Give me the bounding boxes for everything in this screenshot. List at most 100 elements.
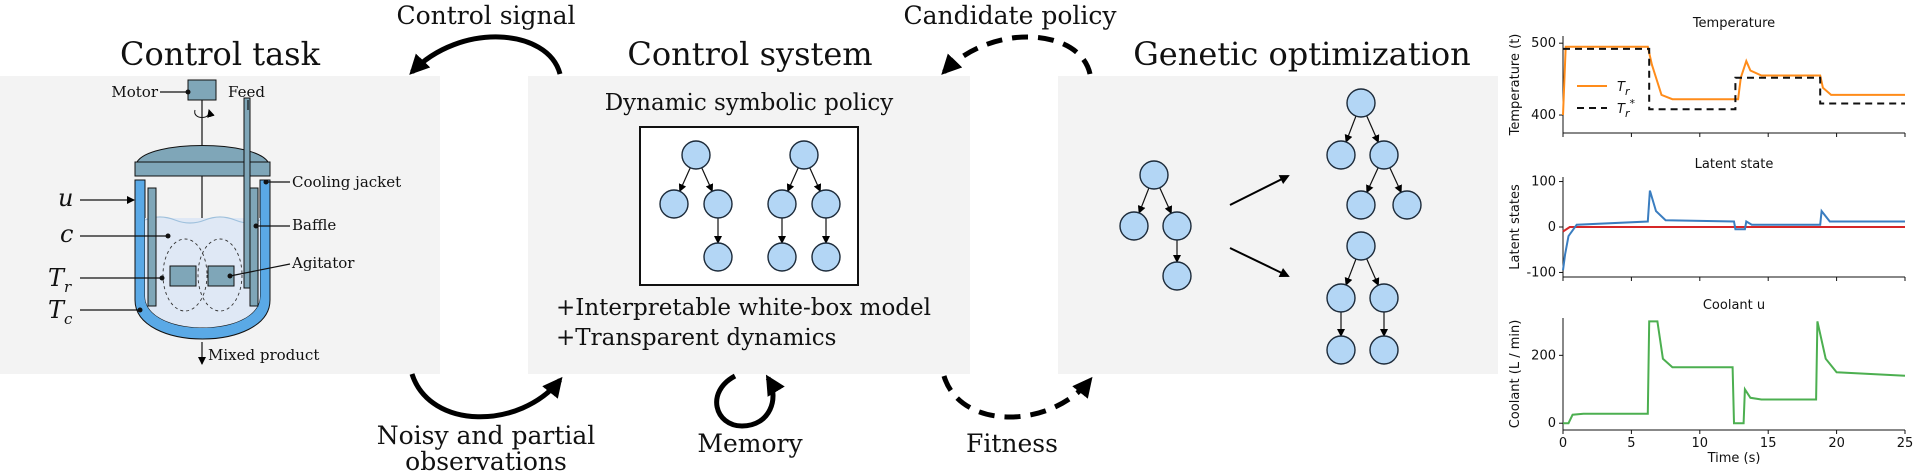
motor-icon: [187, 79, 217, 101]
tree-node: [1162, 261, 1192, 291]
bullet-transparent: +Transparent dynamics: [556, 325, 836, 351]
mutation-arrow-down: [1229, 247, 1290, 278]
tree-node: [1346, 231, 1376, 261]
circulation-right: [197, 238, 243, 312]
observations-label-1: Noisy and partial: [377, 421, 596, 450]
tree-node: [1346, 190, 1376, 220]
chart-ylabel: Latent states: [1508, 184, 1523, 270]
x-tick-label: 5: [1627, 436, 1635, 451]
tree-edge: [1159, 187, 1173, 215]
control-system-title: Control system: [627, 35, 872, 73]
observations-arrow: [409, 373, 563, 420]
x-tick-label: 10: [1692, 436, 1709, 451]
var-tc-label: Tc: [48, 296, 73, 328]
chart-title: Temperature: [1692, 16, 1775, 31]
tree-node: [767, 189, 797, 219]
circulation-left: [162, 238, 208, 312]
tree-edge: [1389, 167, 1402, 194]
series-line-0: [1563, 320, 1906, 425]
series-line-1: [1562, 190, 1905, 271]
observations-label-2: observations: [405, 447, 567, 474]
fitness-arrow: [941, 375, 1093, 420]
tree-node: [1369, 283, 1399, 313]
reactor-lid: [136, 145, 269, 163]
tree-edge: [1137, 187, 1150, 214]
tree-node: [1346, 88, 1376, 118]
reactor-illustration: [80, 79, 291, 365]
memory-arrow: [714, 373, 785, 429]
control-signal-label: Control signal: [396, 1, 575, 30]
var-tr-label: Tr: [48, 264, 72, 296]
bullet-interpretable: +Interpretable white-box model: [556, 295, 931, 321]
series-line-0: [1562, 226, 1905, 233]
tree-node: [767, 242, 797, 272]
y-tick-label: 400: [1531, 108, 1556, 123]
tree-node: [811, 189, 841, 219]
chart-title: Latent state: [1695, 157, 1774, 172]
tree-node: [681, 140, 711, 170]
control-task-title: Control task: [120, 35, 321, 73]
tree-edge: [786, 167, 799, 193]
control-signal-arrow: [409, 34, 563, 75]
tree-edge: [1344, 258, 1357, 286]
tree-node: [1162, 211, 1192, 241]
x-tick-label: 15: [1760, 436, 1777, 451]
policy-title: Dynamic symbolic policy: [605, 90, 894, 116]
fitness-label: Fitness: [966, 429, 1058, 458]
tree-node: [1369, 335, 1399, 365]
mixed-product-label: Mixed product: [208, 346, 319, 364]
tree-node: [811, 242, 841, 272]
cooling-jacket-label: Cooling jacket: [292, 173, 401, 191]
tree-node: [789, 140, 819, 170]
symbolic-trees: [659, 88, 1422, 365]
vessel-contents: [145, 218, 260, 328]
motor-label: Motor: [111, 83, 158, 101]
tree-edge: [678, 167, 691, 193]
mutation-arrow-up: [1229, 175, 1290, 206]
x-tick-label: 20: [1828, 436, 1845, 451]
y-tick-label: -100: [1526, 265, 1556, 280]
chart-ylabel: Temperature (t): [1508, 34, 1523, 137]
tree-node: [1326, 283, 1356, 313]
chart-xlabel: Time (s): [1707, 451, 1761, 466]
tree-node: [703, 189, 733, 219]
liquid-surface: [144, 216, 261, 224]
series-line-1: [1563, 47, 1905, 111]
baffle-label: Baffle: [292, 216, 336, 234]
legend-label: Tr: [1617, 80, 1631, 98]
tree-node: [1369, 140, 1399, 170]
agitator-blade-right: [207, 265, 235, 287]
y-tick-label: 500: [1531, 36, 1556, 51]
y-tick-label: 0: [1548, 220, 1556, 235]
genetic-title: Genetic optimization: [1133, 35, 1471, 73]
chart-ylabel: Coolant (L / min): [1508, 320, 1523, 429]
reactor-flange: [134, 161, 271, 177]
tree-node: [1119, 211, 1149, 241]
tree-edge: [1366, 167, 1379, 194]
tree-node: [1326, 335, 1356, 365]
tree-node: [1392, 190, 1422, 220]
tree-edge: [1366, 258, 1380, 287]
x-tick-label: 25: [1897, 436, 1914, 451]
rotation-icon: [194, 109, 215, 118]
y-tick-label: 100: [1531, 175, 1556, 190]
baffle-right: [249, 187, 259, 307]
var-c-label: c: [60, 220, 73, 248]
memory-label: Memory: [697, 429, 803, 458]
baffle-left: [147, 187, 157, 307]
tree-node: [1326, 140, 1356, 170]
agitator-blade-left: [169, 265, 197, 287]
tree-edge: [809, 167, 822, 193]
feed-label: Feed: [228, 83, 265, 101]
candidate-policy-arrow: [941, 34, 1093, 75]
tree-edge: [701, 167, 714, 193]
tree-node: [1139, 160, 1169, 190]
var-u-label: u: [58, 184, 73, 212]
y-tick-label: 0: [1548, 416, 1556, 431]
tree-node: [659, 189, 689, 219]
